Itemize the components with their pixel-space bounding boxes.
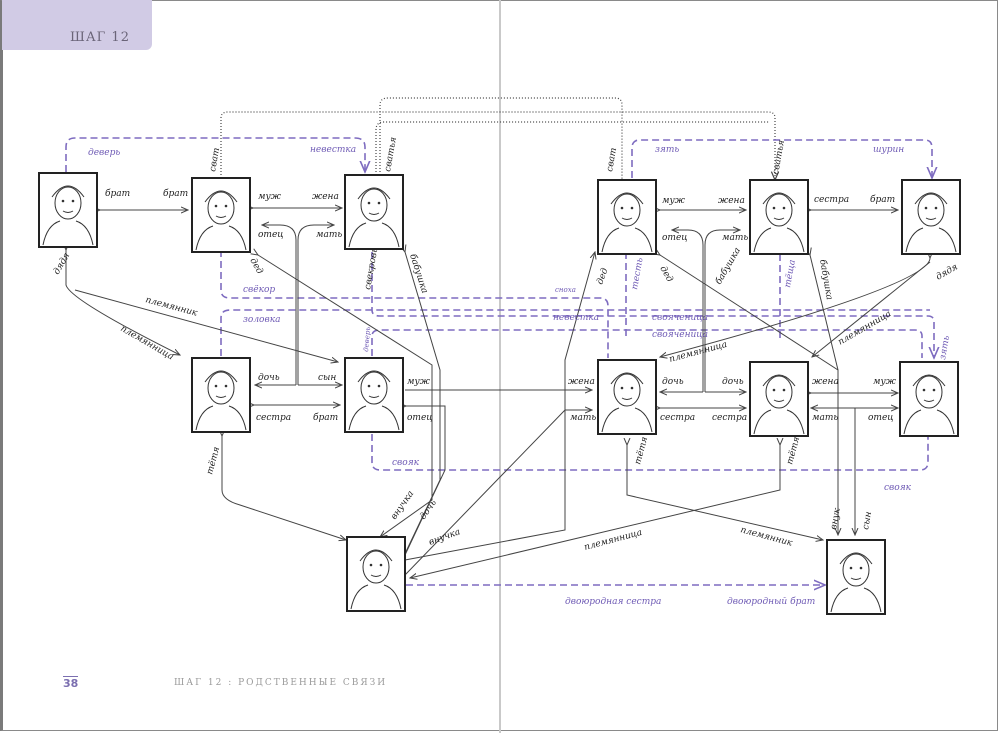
step-tab: ШАГ 12 <box>2 0 152 50</box>
label: бабушка <box>713 246 743 287</box>
label: бабушка <box>407 253 430 295</box>
label: сноха <box>555 286 576 294</box>
portrait-aunt-paternal <box>191 357 251 433</box>
portrait-grandfather-maternal <box>597 179 657 255</box>
label: сын <box>861 511 874 531</box>
label: тётя <box>205 446 222 476</box>
label: мать <box>722 233 748 243</box>
label: тётя <box>785 436 802 466</box>
label: отец <box>662 233 688 243</box>
running-title: ШАГ 12 : РОДСТВЕННЫЕ СВЯЗИ <box>174 678 388 688</box>
page-number: 38 <box>63 676 79 690</box>
portrait-grandmother-paternal <box>344 174 404 250</box>
black-labels: брат брат муж жена отец мать дядя дед св… <box>52 136 960 553</box>
label: дед <box>595 267 610 286</box>
label: невестка <box>553 313 599 323</box>
portrait-grandmother-maternal <box>749 179 809 255</box>
label: свёкор <box>243 285 275 295</box>
label: дочь <box>258 373 280 383</box>
label: зять <box>938 335 952 361</box>
label: отец <box>258 230 284 240</box>
label: сын <box>318 373 336 383</box>
label: тёща <box>783 259 798 289</box>
label: брат <box>105 188 130 199</box>
label: двоюродный брат <box>727 596 815 607</box>
label: дочь <box>418 498 439 522</box>
label: отец <box>407 413 433 423</box>
portrait-aunt-husband <box>899 361 959 437</box>
label: муж <box>258 192 282 202</box>
label: сестра <box>660 413 695 423</box>
portrait-uncle-grandpa-side <box>38 172 98 248</box>
label: жена <box>718 196 745 206</box>
label: зять <box>655 145 679 155</box>
label: сестра <box>712 413 747 423</box>
label: дед <box>247 257 264 277</box>
label: жена <box>812 377 839 387</box>
book-spine <box>499 0 501 733</box>
label: мать <box>570 413 596 423</box>
label: золовка <box>243 315 280 325</box>
label: свояченица <box>652 313 708 323</box>
portrait-me-granddaughter <box>346 536 406 612</box>
label: свояченица <box>652 330 708 340</box>
label: племянница <box>583 528 643 553</box>
label: невестка <box>310 145 356 155</box>
label: брат <box>870 194 895 205</box>
portrait-aunt-maternal <box>749 361 809 437</box>
label: муж <box>873 377 897 387</box>
label: деверь <box>362 326 372 352</box>
label: племянник <box>739 525 794 549</box>
label: дочь <box>722 377 744 387</box>
label: свекровь <box>363 247 380 290</box>
label: жена <box>312 192 339 202</box>
label: дед <box>657 265 674 285</box>
dotted-in-law-links <box>220 97 775 180</box>
label: тесть <box>630 257 645 291</box>
label: дядя <box>52 251 72 276</box>
label: муж <box>407 377 431 387</box>
label: сестра <box>814 195 849 205</box>
label: дядя <box>935 262 960 282</box>
label: племянница <box>668 340 728 365</box>
label: внучка <box>428 527 462 548</box>
label: дочь <box>662 377 684 387</box>
label: внучка <box>389 489 416 522</box>
label: племянница <box>119 324 176 362</box>
label: сватья <box>771 139 787 175</box>
label: мать <box>316 230 342 240</box>
label: сестра <box>256 413 291 423</box>
portrait-mother <box>597 359 657 435</box>
step-tab-label: ШАГ 12 <box>70 30 130 45</box>
portrait-cousin <box>826 539 886 615</box>
label: деверь <box>88 148 120 158</box>
portrait-grandfather-paternal <box>191 177 251 253</box>
portraits <box>38 172 961 615</box>
label: отец <box>868 413 894 423</box>
label: шурин <box>873 145 904 155</box>
label: внук <box>829 507 843 531</box>
label: жена <box>568 377 595 387</box>
label: племянник <box>144 295 199 319</box>
label: мать <box>812 413 838 423</box>
label: сватья <box>383 136 399 172</box>
portrait-uncle-maternal <box>901 179 961 255</box>
label: брат <box>163 188 188 199</box>
label: свояк <box>392 458 420 468</box>
label: муж <box>662 196 686 206</box>
label: свояк <box>884 483 912 493</box>
label: сват <box>605 147 619 173</box>
label: брат <box>313 412 338 423</box>
label: тётя <box>633 436 650 466</box>
label: сват <box>208 147 222 173</box>
relation-arrows <box>66 208 930 578</box>
purple-labels: деверь невестка свёкор золовка деверь св… <box>88 145 952 607</box>
label: двоюродная сестра <box>565 597 661 607</box>
portrait-father <box>344 357 404 433</box>
